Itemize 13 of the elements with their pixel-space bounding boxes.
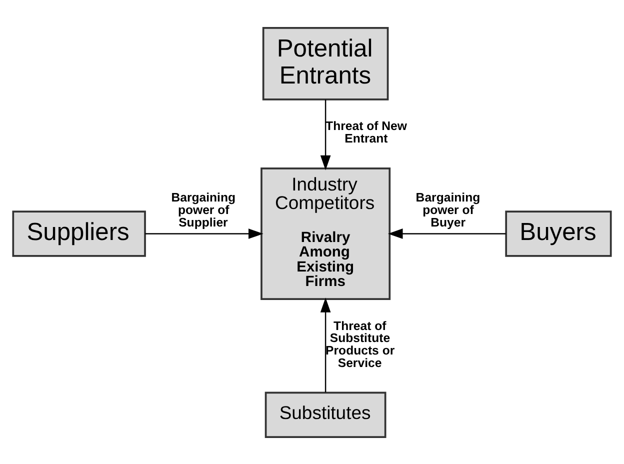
edge-label: Bargaining power of Buyer [416, 190, 480, 229]
node-box: Suppliers [12, 210, 146, 256]
node-box: Industry Competitors Rivalry Among Existing Firms [260, 167, 391, 300]
node-box: Substitutes [264, 391, 386, 438]
node-box: Potential Entrants [262, 26, 389, 100]
arrow [388, 228, 506, 238]
arrow [320, 297, 331, 392]
edge-label: Bargaining power of Supplier [171, 190, 236, 229]
edge-label: Threat of New Entrant [326, 118, 407, 146]
arrow [145, 228, 264, 238]
node-box: Buyers [505, 210, 612, 256]
arrow [320, 99, 331, 170]
edge-label: Threat of Substitute Products or Service [326, 318, 395, 370]
